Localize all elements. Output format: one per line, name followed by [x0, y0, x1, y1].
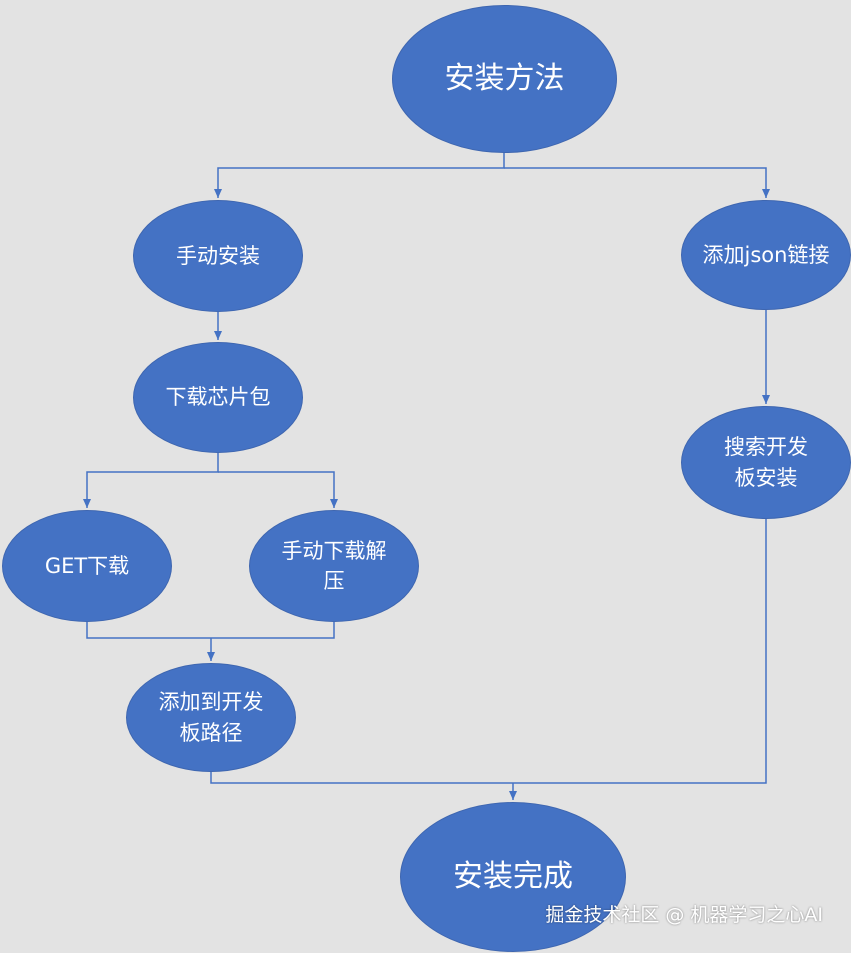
- node-download-pkg-label: 下载芯片包: [165, 385, 271, 410]
- watermark-text: 掘金技术社区 @ 机器学习之心AI: [545, 904, 823, 926]
- node-done-label: 安装完成: [453, 859, 573, 895]
- node-root-label: 安装方法: [444, 61, 565, 97]
- node-manual-install-label: 手动安装: [176, 243, 260, 268]
- node-add-json-label: 添加json链接: [702, 242, 830, 267]
- node-get-download: GET下载: [2, 510, 172, 622]
- node-manual-extract-label: 手动下载解压: [281, 538, 387, 593]
- node-download-pkg: 下载芯片包: [133, 342, 303, 453]
- node-search-install: 搜索开发板安装: [681, 406, 851, 519]
- node-get-download-label: GET下载: [44, 553, 130, 578]
- connector-get-merge: [86, 622, 335, 639]
- connector-pkg-split: [83, 453, 219, 508]
- connector-root-split: [214, 152, 505, 198]
- node-done: 安装完成: [400, 802, 626, 952]
- node-manual-install: 手动安装: [133, 200, 303, 312]
- node-add-path-label: 添加到开发板路径: [158, 690, 264, 745]
- node-add-path: 添加到开发板路径: [126, 663, 296, 772]
- connector-pkg-to-extract: [218, 471, 338, 508]
- node-add-json: 添加json链接: [681, 200, 851, 310]
- node-manual-extract: 手动下载解压: [249, 510, 419, 622]
- connector-root-to-json: [504, 167, 770, 198]
- connector-path-to-done: [210, 519, 767, 784]
- node-search-install-label: 搜索开发板安装: [724, 435, 808, 490]
- node-root: 安装方法: [392, 5, 617, 153]
